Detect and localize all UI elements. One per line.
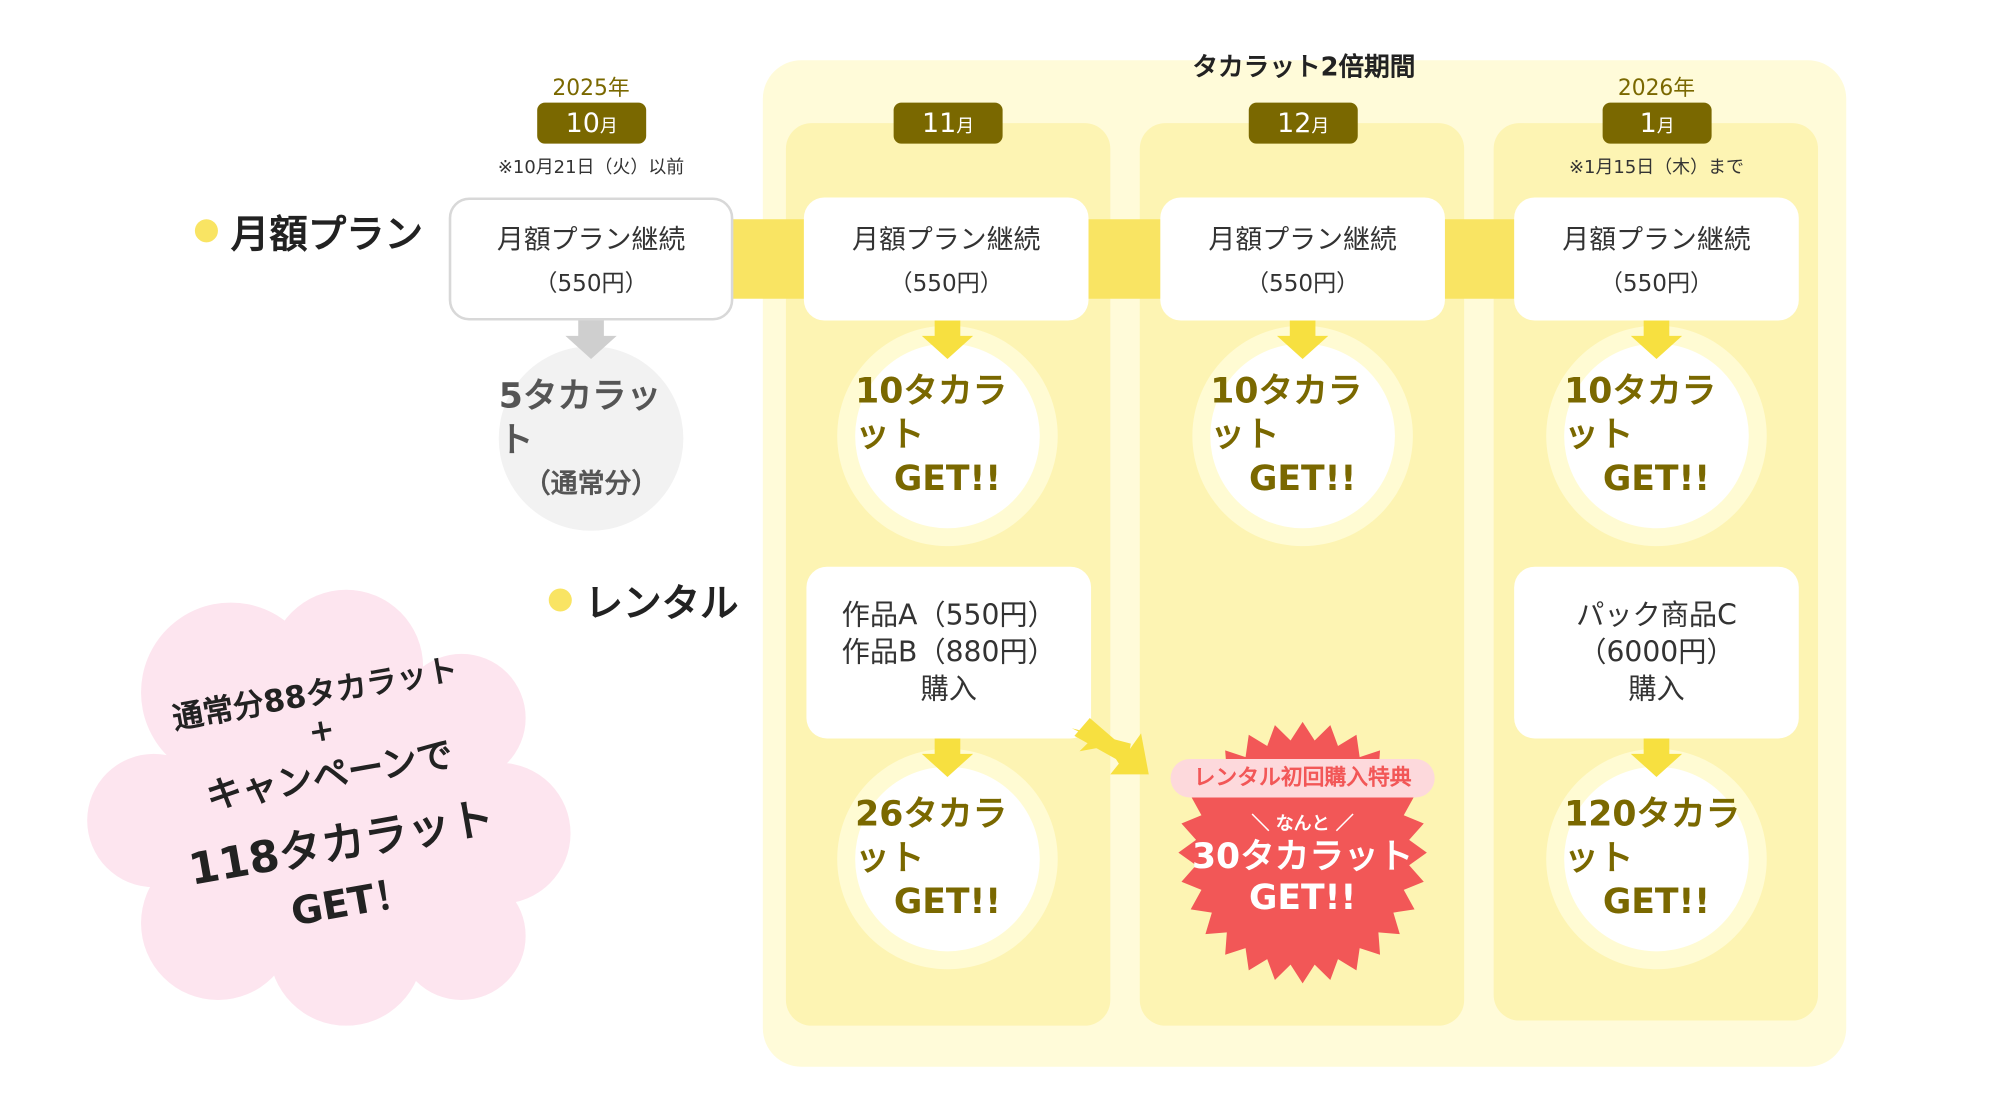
plan-name: 月額プラン継続: [496, 224, 686, 256]
month-unit: 月: [956, 116, 975, 138]
month-num: 11: [921, 107, 957, 139]
section-label: 月額プラン: [230, 212, 424, 258]
date-note: ※10月21日（火）以前: [497, 157, 685, 179]
section-label: レンタル: [584, 582, 739, 627]
plan-name: 月額プラン継続: [1208, 224, 1397, 256]
month-unit: 月: [1311, 116, 1330, 138]
bonus-get: GET!!: [1248, 878, 1357, 918]
reward-amount: 5タカラット: [498, 376, 662, 461]
rental-line: 購入: [1628, 673, 1685, 706]
summary-cloud: [87, 589, 571, 1026]
reward-get: GET!!: [1248, 458, 1357, 499]
plan-box: 月額プラン継続 （550円）: [803, 197, 1089, 321]
reward-amount: 120タカラット: [1564, 794, 1741, 879]
reward-amount: 10タカラット: [1564, 371, 1717, 456]
reward-amount: 26タカラット: [855, 794, 1008, 879]
year-label: 2026年: [1617, 75, 1696, 102]
reward-note: （通常分）: [523, 467, 659, 499]
arrow-diagonal-icon: [1074, 717, 1149, 775]
arrow-down-icon: [1630, 738, 1683, 777]
plan-box: 月額プラン継続 （550円）: [1514, 197, 1799, 321]
bullet-dot: [194, 219, 218, 243]
rental-line: 購入: [920, 673, 977, 706]
arrow-down-icon: [565, 320, 617, 359]
rental-line: 作品A（550円）: [841, 599, 1056, 632]
bonus-amount: 30タカラット: [1191, 837, 1414, 877]
year-label: 2025年: [552, 75, 630, 102]
bonus-text: ＼ なんと ／ 30タカラット GET!!: [1174, 810, 1430, 918]
date-note: ※1月15日（木）まで: [1568, 157, 1744, 179]
rental-line: 作品B（880円）: [841, 636, 1056, 669]
month-unit: 月: [1656, 116, 1675, 138]
plan-price: （550円）: [1599, 270, 1714, 298]
month-badge-dec: 12月: [1248, 102, 1358, 144]
plan-name: 月額プラン継続: [1562, 224, 1751, 256]
arrow-down-icon: [921, 738, 974, 777]
reward-circle-normal: 5タカラット （通常分）: [498, 346, 684, 531]
connector: [728, 219, 811, 299]
bullet-dot: [548, 588, 572, 612]
period-title: タカラット2倍期間: [1192, 51, 1416, 83]
month-badge-jan: 1月: [1602, 102, 1712, 144]
bonus-intro: ＼ なんと ／: [1251, 814, 1354, 835]
rental-line: （6000円）: [1578, 636, 1735, 669]
section-rental: レンタル: [548, 572, 739, 628]
plan-price: （550円）: [1245, 270, 1360, 298]
month-badge-oct: 10月: [537, 102, 647, 144]
reward-amount: 10タカラット: [1210, 371, 1363, 456]
section-monthly: 月額プラン: [194, 203, 424, 259]
plan-box: 月額プラン継続 （550円）: [1160, 197, 1445, 321]
arrow-down-icon: [1276, 320, 1329, 359]
connector: [1441, 219, 1519, 299]
rental-line: パック商品C: [1576, 599, 1737, 632]
rental-box: 作品A（550円） 作品B（880円） 購入: [806, 566, 1092, 739]
plan-box: 月額プラン継続 （550円）: [448, 197, 734, 321]
reward-get: GET!!: [893, 458, 1002, 499]
arrow-down-icon: [1630, 320, 1683, 359]
rental-box: パック商品C （6000円） 購入: [1514, 566, 1799, 739]
month-badge-nov: 11月: [893, 102, 1003, 144]
arrow-down-icon: [921, 320, 974, 359]
month-num: 12: [1277, 107, 1312, 139]
reward-get: GET!!: [893, 882, 1002, 922]
month-num: 1: [1639, 107, 1657, 139]
reward-get: GET!!: [1602, 458, 1711, 499]
reward-amount: 10タカラット: [855, 371, 1008, 456]
reward-get: GET!!: [1602, 882, 1711, 922]
plan-price: （550円）: [889, 270, 1003, 298]
plan-price: （550円）: [534, 270, 648, 298]
month-unit: 月: [599, 116, 618, 138]
connector: [1084, 219, 1165, 299]
month-num: 10: [565, 107, 600, 139]
bonus-label: レンタル初回購入特典: [1170, 759, 1435, 798]
plan-name: 月額プラン継続: [851, 224, 1041, 256]
